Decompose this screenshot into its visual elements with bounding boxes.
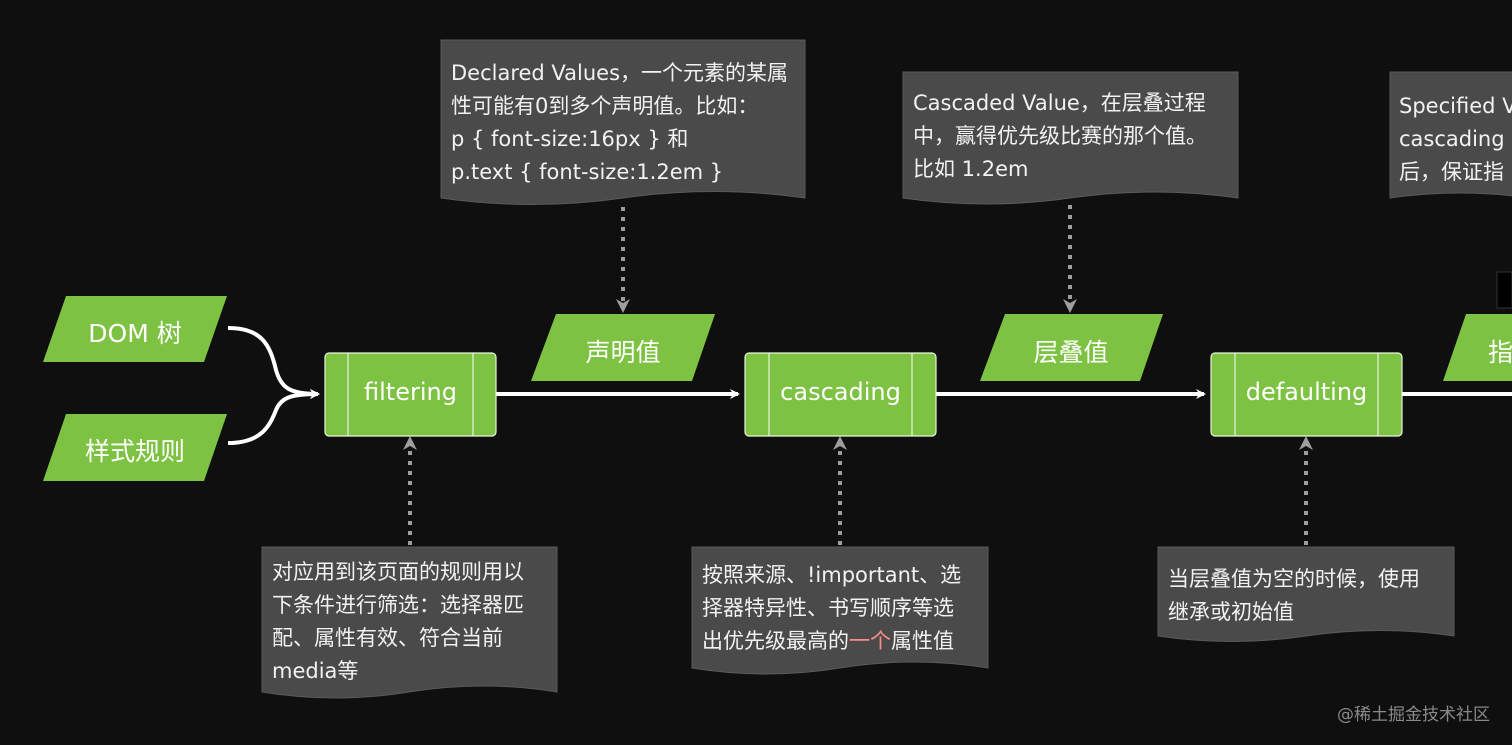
data-declared-shape <box>531 314 715 381</box>
note-cascaded-text: Cascaded Value，在层叠过程 中，赢得优先级比赛的那个值。 比如 1… <box>913 91 1207 181</box>
note-defaulting-shape <box>1157 546 1455 642</box>
note-cascading-line3-post: 属性值 <box>891 629 954 653</box>
note-specified-text: Specified V cascading 和 后，保证指 <box>1399 94 1512 184</box>
watermark: @稀土掘金技术社区 <box>1337 705 1490 725</box>
process-defaulting-label: defaulting <box>1245 378 1368 406</box>
process-cascading-shape <box>744 352 937 437</box>
input-styles-label: 样式规则 <box>84 437 185 466</box>
input-dom-label: DOM 树 <box>88 319 182 348</box>
note-cascaded-shape <box>902 71 1239 205</box>
note-cascading-line2: 择器特异性、书写顺序等选 <box>702 596 954 620</box>
edge-marker <box>1496 271 1512 309</box>
data-cascaded-label: 层叠值 <box>1033 338 1109 367</box>
flow-dom-to-filtering <box>227 326 320 399</box>
input-styles-shape <box>43 414 227 481</box>
process-cascading-label: cascading <box>780 378 901 406</box>
data-specified-shape <box>1443 314 1512 381</box>
process-filtering-shape <box>324 352 497 437</box>
note-cascading-text: 按照来源、!important、选 择器特异性、书写顺序等选 出优先级最高的一个… <box>702 559 961 658</box>
process-defaulting-shape <box>1210 352 1403 437</box>
process-filtering-label: filtering <box>364 378 457 406</box>
input-dom-shape <box>43 296 227 362</box>
data-specified-label: 指 <box>1488 338 1512 367</box>
note-filtering-shape <box>261 546 558 699</box>
note-declared-text: Declared Values，一个元素的某属 性可能有0到多个声明值。比如： … <box>451 61 789 184</box>
data-declared-label: 声明值 <box>585 338 661 367</box>
note-specified-shape <box>1389 71 1512 199</box>
note-cascading-highlight: 一个 <box>849 629 891 653</box>
note-cascading-line3-pre: 出优先级最高的 <box>702 629 849 653</box>
note-defaulting-text: 当层叠值为空的时候，使用 继承或初始值 <box>1168 567 1420 624</box>
note-cascading-shape <box>691 546 989 675</box>
data-cascaded-shape <box>980 314 1163 381</box>
flow-styles-to-filtering <box>227 389 320 445</box>
note-filtering-text: 对应用到该页面的规则用以 下条件进行筛选：选择器匹 配、属性有效、符合当前 me… <box>272 560 524 683</box>
note-cascading-line1: 按照来源、!important、选 <box>702 563 962 587</box>
note-declared-shape <box>440 39 806 205</box>
